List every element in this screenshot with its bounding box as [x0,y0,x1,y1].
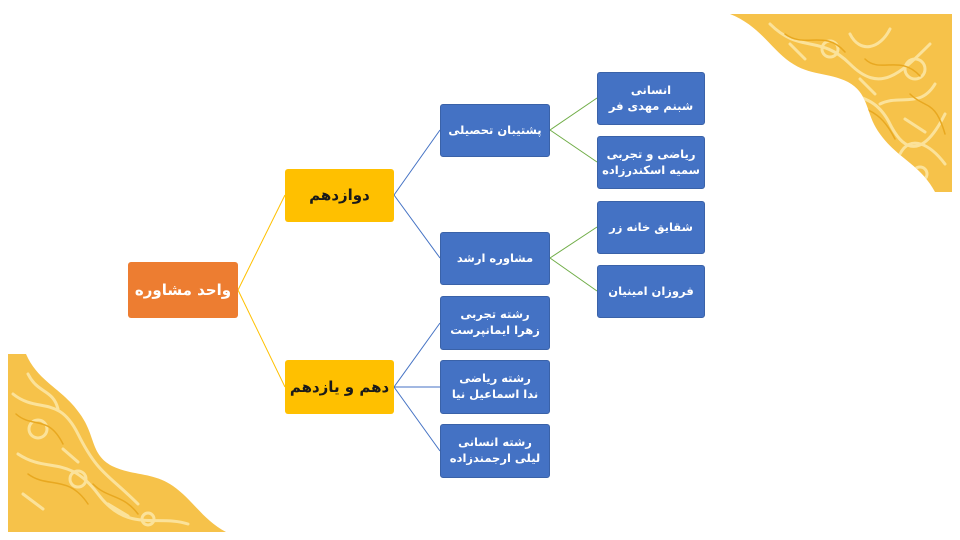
link-root-grade10-11 [237,289,286,388]
node-academic-humanities[interactable]: انسانی شبنم مهدی فر [597,72,705,125]
decorative-calligraphy-pattern-top-right [730,14,952,192]
node-academic-math-science-line2: سمیه اسکندرزاده [602,162,700,177]
root-node-label: واحد مشاوره [134,280,232,299]
link-academic-math-science [549,129,598,163]
decorative-calligraphy-pattern-bottom-left [8,354,226,532]
node-academic-support[interactable]: پشتیبان تحصیلی [440,104,550,157]
node-grade12[interactable]: دوازدهم [285,169,394,222]
link-academic-humanities [549,97,598,131]
node-science-track[interactable]: رشته تجربی زهرا ایمانپرست [440,296,550,350]
node-science-track-line2: زهرا ایمانپرست [450,323,540,337]
node-grade10-11-label: دهم و یازدهم [289,377,390,396]
node-senior-counsel-person1[interactable]: شقایق خانه زر [597,201,705,254]
node-math-track-line2: ندا اسماعیل نیا [451,387,539,401]
node-math-track-line1: رشته ریاضی [459,371,531,386]
node-math-track[interactable]: رشته ریاضی ندا اسماعیل نیا [440,360,550,414]
link-grade10-11-humanities [393,386,441,452]
node-academic-humanities-line2: شبنم مهدی فر [608,98,694,113]
node-grade10-11[interactable]: دهم و یازدهم [285,360,394,414]
link-senior-person1 [549,226,598,259]
node-humanities-track[interactable]: رشته انسانی لیلی ارجمندزاده [440,424,550,478]
node-academic-math-science[interactable]: ریاضی و تجربی سمیه اسکندرزاده [597,136,705,189]
node-senior-counsel[interactable]: مشاوره ارشد [440,232,550,285]
link-root-grade12 [237,194,286,291]
link-grade10-11-science [393,322,441,388]
node-humanities-track-line1: رشته انسانی [458,435,532,450]
node-senior-counsel-person2-line1: فروزان امینیان [608,283,694,298]
node-academic-support-label: پشتیبان تحصیلی [448,122,542,137]
node-senior-counsel-label: مشاوره ارشد [456,250,534,265]
link-senior-person2 [549,257,598,292]
node-academic-humanities-line1: انسانی [630,82,672,97]
node-senior-counsel-person2[interactable]: فروزان امینیان [597,265,705,318]
link-grade12-senior-counsel [393,194,441,259]
root-node-counseling-unit[interactable]: واحد مشاوره [128,262,238,318]
node-grade12-label: دوازدهم [309,186,370,205]
node-senior-counsel-person1-line1: شقایق خانه زر [609,219,693,234]
node-humanities-track-line2: لیلی ارجمندزاده [449,451,541,465]
node-academic-math-science-line1: ریاضی و تجربی [606,146,696,161]
link-grade12-academic-support [393,129,441,196]
node-science-track-line1: رشته تجربی [460,307,530,322]
